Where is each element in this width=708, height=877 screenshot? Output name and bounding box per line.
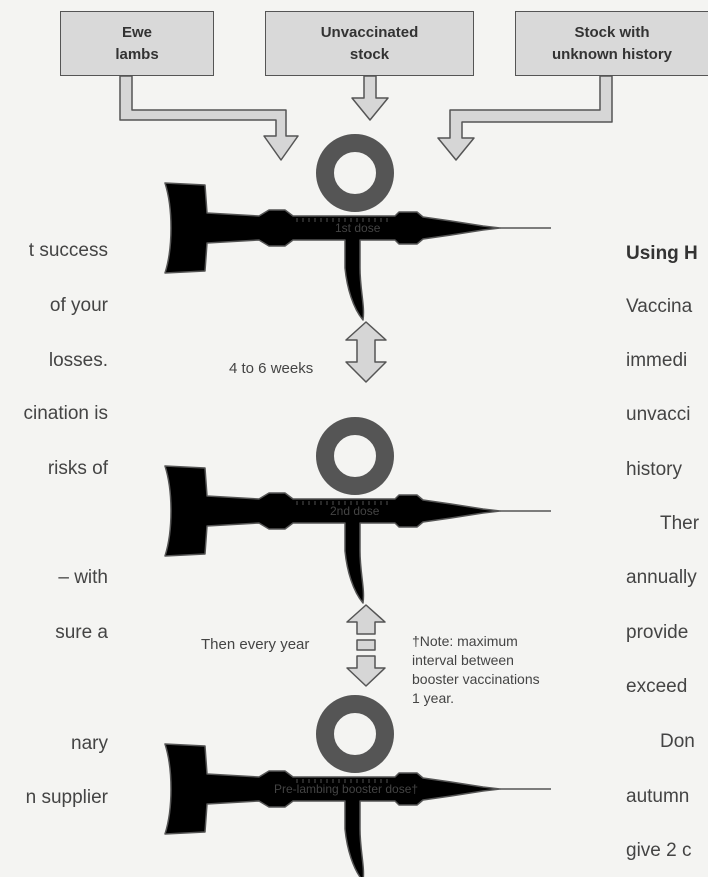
right-text-line: unvacci bbox=[626, 404, 690, 426]
dose-label-booster: Pre-lambing booster dose† bbox=[274, 782, 418, 796]
right-text-line: give 2 c bbox=[626, 840, 691, 862]
left-text-line: of your bbox=[0, 295, 108, 317]
interval-arrow-weeks bbox=[346, 322, 386, 382]
interval-arrow-yearly bbox=[347, 605, 385, 686]
left-text-line: risks of bbox=[0, 458, 108, 480]
right-text-line: autumn bbox=[626, 786, 689, 808]
left-text-line: losses. bbox=[0, 350, 108, 372]
right-text-line: Ther bbox=[660, 513, 699, 535]
left-text-line: n supplier bbox=[0, 787, 108, 809]
dose-label-first: 1st dose bbox=[335, 221, 381, 235]
interval-label-weeks: 4 to 6 weeks bbox=[229, 360, 313, 377]
arrow-from-unknown-history bbox=[438, 76, 612, 160]
interval-label-yearly: Then every year bbox=[201, 636, 309, 653]
arrow-from-unvaccinated bbox=[352, 76, 388, 120]
left-text-line: cination is bbox=[0, 403, 108, 425]
right-text-line: Vaccina bbox=[626, 296, 692, 318]
right-text-line: immedi bbox=[626, 350, 687, 372]
right-text-line: Don bbox=[660, 731, 695, 753]
right-text-line: provide bbox=[626, 622, 688, 644]
left-text-line: sure a bbox=[0, 622, 108, 644]
right-heading: Using H bbox=[626, 243, 698, 265]
right-text-line: exceed bbox=[626, 676, 687, 698]
right-text-line: annually bbox=[626, 567, 697, 589]
arrow-from-ewe-lambs bbox=[120, 76, 298, 160]
dose-label-second: 2nd dose bbox=[330, 504, 380, 518]
booster-note: †Note: maximum interval between booster … bbox=[412, 632, 540, 708]
left-text-line: nary bbox=[0, 733, 108, 755]
left-text-line: – with bbox=[0, 567, 108, 589]
left-text-line: t success bbox=[0, 240, 108, 262]
right-text-line: history bbox=[626, 459, 682, 481]
